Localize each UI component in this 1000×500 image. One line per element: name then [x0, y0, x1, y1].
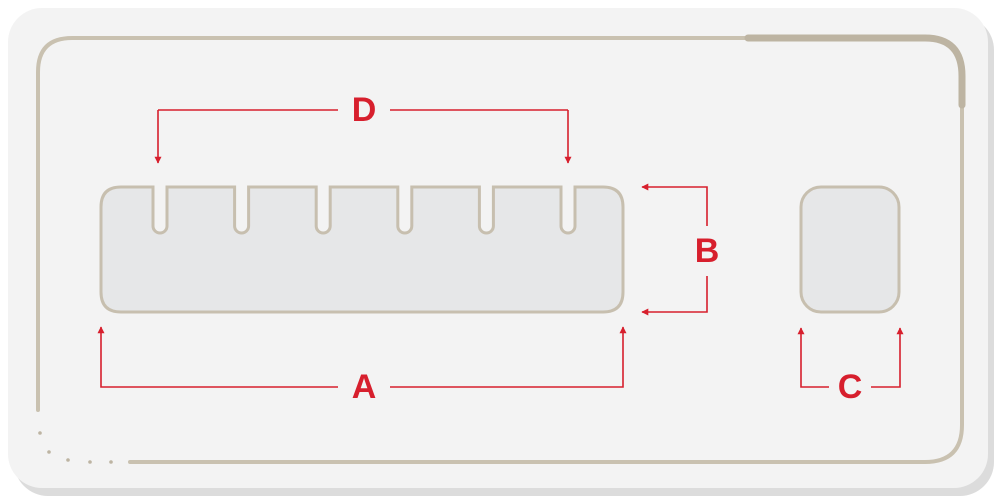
outer-frame-accent — [744, 34, 966, 109]
dimension-b: B — [641, 183, 720, 316]
dimension-d: D — [154, 91, 572, 164]
slotted-strip — [99, 185, 625, 314]
frame-dots — [38, 431, 113, 464]
dimension-label-b: B — [695, 232, 720, 270]
dimension-label-a: A — [352, 368, 377, 406]
small-tile — [799, 185, 901, 314]
dimension-c: C — [797, 327, 904, 406]
dimension-label-d: D — [352, 91, 377, 129]
dimension-a: A — [97, 326, 627, 406]
dimension-label-c: C — [838, 368, 863, 406]
